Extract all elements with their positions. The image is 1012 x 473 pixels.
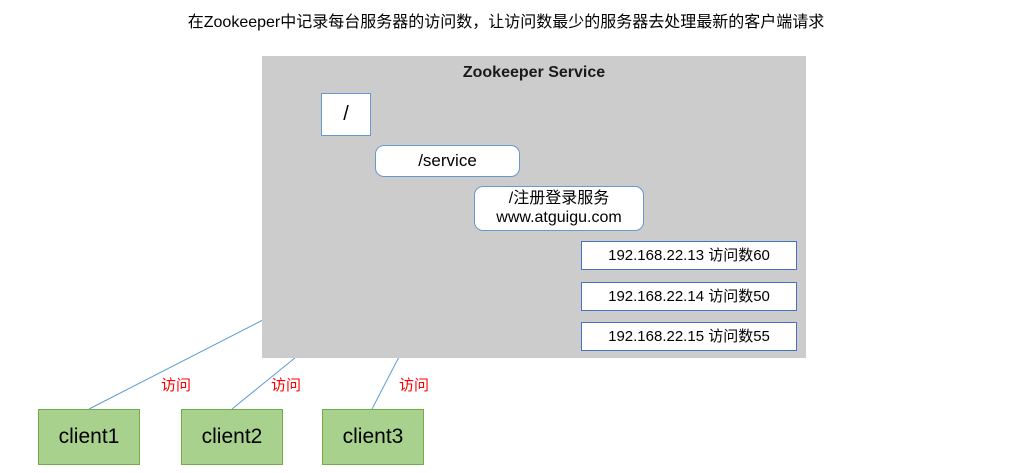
- access-label-1: 访问: [161, 377, 192, 394]
- znode-app-label-line1: /注册登录服务: [508, 190, 610, 208]
- client-box-3-label: client3: [342, 425, 404, 448]
- znode-service-label: /service: [418, 151, 477, 171]
- access-label-2: 访问: [271, 377, 302, 394]
- client-box-1[interactable]: client1: [38, 409, 140, 465]
- page-title: 在Zookeeper中记录每台服务器的访问数，让访问数最少的服务器去处理最新的客…: [187, 14, 825, 31]
- server-node-2[interactable]: 192.168.22.15 访问数55: [581, 322, 797, 351]
- server-node-0[interactable]: 192.168.22.13 访问数60: [581, 241, 797, 270]
- znode-service[interactable]: /service: [375, 145, 520, 177]
- server-node-1[interactable]: 192.168.22.14 访问数50: [581, 282, 797, 311]
- znode-app[interactable]: /注册登录服务 www.atguigu.com: [474, 186, 644, 231]
- client-box-3[interactable]: client3: [322, 409, 424, 465]
- panel-heading: Zookeeper Service: [462, 64, 606, 81]
- server-node-0-label: 192.168.22.13 访问数60: [608, 246, 770, 264]
- client-box-2-label: client2: [201, 425, 263, 448]
- server-node-2-label: 192.168.22.15 访问数55: [608, 327, 770, 345]
- znode-app-label-line2: www.atguigu.com: [496, 208, 622, 226]
- client-box-1-label: client1: [58, 425, 120, 448]
- znode-root[interactable]: /: [321, 93, 371, 136]
- client-box-2[interactable]: client2: [181, 409, 283, 465]
- access-label-3: 访问: [399, 377, 430, 394]
- znode-root-label: /: [343, 103, 349, 125]
- server-node-1-label: 192.168.22.14 访问数50: [608, 287, 770, 305]
